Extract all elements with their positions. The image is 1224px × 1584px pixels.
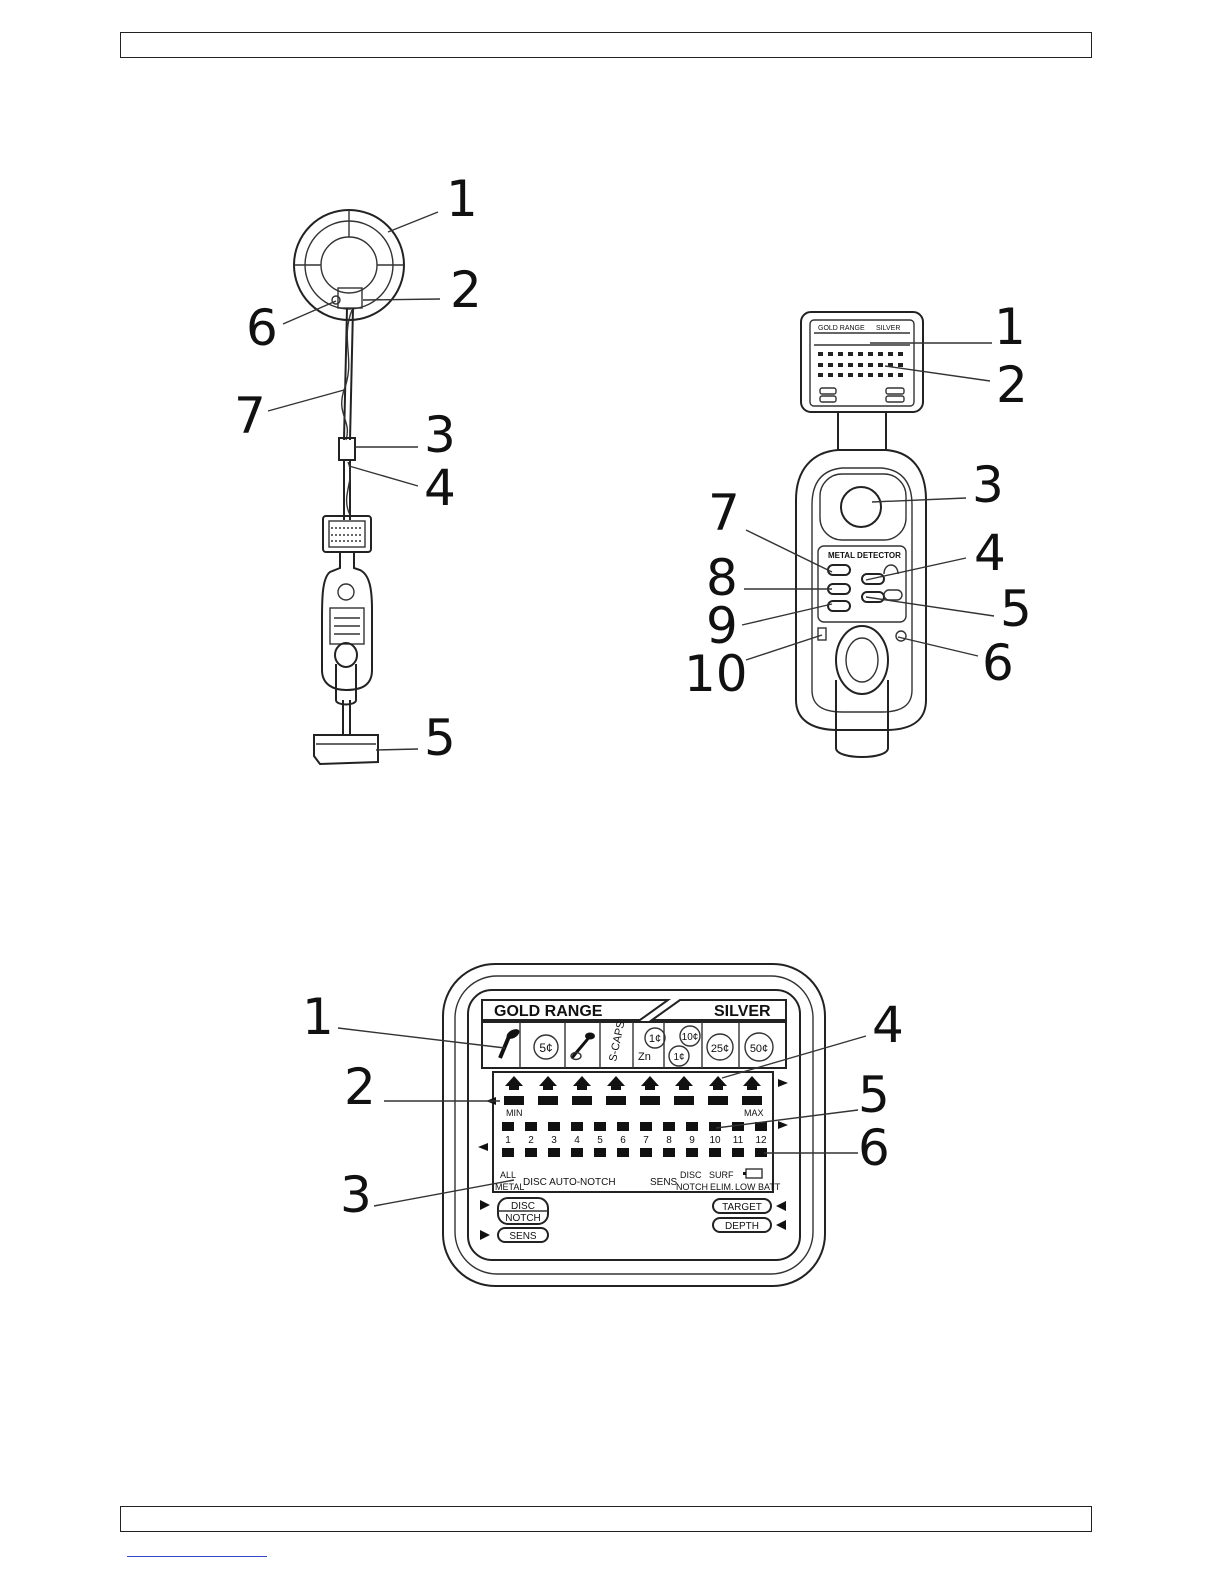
button-label-disc: DISC — [511, 1201, 535, 1212]
segment-number-10: 10 — [709, 1135, 721, 1146]
mode-label-metal: METAL — [495, 1182, 524, 1192]
button-label-notch: NOTCH — [505, 1213, 541, 1224]
mode-label-sens: SENS — [650, 1177, 678, 1188]
depth-bar-segment-3 — [572, 1096, 592, 1105]
target-id-segment-10 — [709, 1122, 721, 1131]
pointer-right-2 — [778, 1121, 788, 1129]
target-id-segment-9 — [686, 1122, 698, 1131]
depth-bar-segment-4 — [606, 1096, 626, 1105]
fig3-callout-2: 2 — [344, 1058, 376, 1116]
segment-number-7: 7 — [643, 1135, 649, 1146]
button-label-target: TARGET — [722, 1202, 762, 1213]
mode-label-disc-auto-notch: DISC AUTO-NOTCH — [523, 1177, 616, 1188]
mode-segment-1 — [502, 1148, 514, 1157]
lcd-display-figure: GOLD RANGE SILVER 5¢ S-CAPS Zn 1¢ 10¢ 1 — [0, 0, 1224, 1500]
target-label-zn: Zn — [638, 1051, 651, 1063]
segment-number-2: 2 — [528, 1135, 534, 1146]
mode-label-surf: SURF — [709, 1170, 734, 1180]
scale-max-label: MAX — [744, 1108, 764, 1118]
segment-number-12: 12 — [755, 1135, 767, 1146]
mode-label-disc: DISC — [680, 1170, 702, 1180]
pull-tab-icon — [571, 1033, 595, 1060]
mode-segment-6 — [617, 1148, 629, 1157]
segment-number-5: 5 — [597, 1135, 603, 1146]
fig3-callout-1: 1 — [302, 988, 334, 1046]
target-icon-strip: 5¢ S-CAPS Zn 1¢ 10¢ 1¢ 25¢ 50¢ — [500, 1020, 773, 1068]
target-label-50c: 50¢ — [750, 1043, 768, 1055]
nail-icon — [500, 1027, 521, 1058]
pointer-left-2 — [478, 1143, 488, 1151]
arrow-segment-8 — [743, 1076, 761, 1090]
arrow-segment-7 — [709, 1076, 727, 1090]
lcd-header-silver: SILVER — [714, 1003, 771, 1020]
fig3-callout-3: 3 — [340, 1166, 372, 1224]
mode-segment-11 — [732, 1148, 744, 1157]
battery-icon — [746, 1169, 762, 1178]
depth-bar-segment-5 — [640, 1096, 660, 1105]
scale-min-label: MIN — [506, 1108, 523, 1118]
lcd-header-gold-range: GOLD RANGE — [494, 1003, 603, 1020]
mode-label-notch: NOTCH — [676, 1182, 708, 1192]
target-id-segment-2 — [525, 1122, 537, 1131]
segment-number-3: 3 — [551, 1135, 557, 1146]
target-label-s-caps: S-CAPS — [607, 1020, 627, 1063]
arrow-segment-6 — [675, 1076, 693, 1090]
segment-number-1: 1 — [505, 1135, 511, 1146]
mode-segment-7 — [640, 1148, 652, 1157]
depth-bar-segment-2 — [538, 1096, 558, 1105]
segment-number-9: 9 — [689, 1135, 695, 1146]
arrow-segment-1 — [505, 1076, 523, 1090]
depth-bar-segment-8 — [742, 1096, 762, 1105]
mode-segment-8 — [663, 1148, 675, 1157]
target-id-segment-6 — [617, 1122, 629, 1131]
target-id-segment-7 — [640, 1122, 652, 1131]
depth-bar-segment-6 — [674, 1096, 694, 1105]
mode-segment-2 — [525, 1148, 537, 1157]
target-id-segment-8 — [663, 1122, 675, 1131]
target-id-segment-3 — [548, 1122, 560, 1131]
mode-segment-10 — [709, 1148, 721, 1157]
segment-number-8: 8 — [666, 1135, 672, 1146]
segment-number-4: 4 — [574, 1135, 580, 1146]
mode-segment-4 — [571, 1148, 583, 1157]
target-id-segment-5 — [594, 1122, 606, 1131]
arrow-segment-5 — [641, 1076, 659, 1090]
mode-label-all: ALL — [500, 1170, 516, 1180]
arrow-segment-3 — [573, 1076, 591, 1090]
target-id-segment-1 — [502, 1122, 514, 1131]
target-label-1c-b: 1¢ — [673, 1052, 684, 1063]
button-label-depth: DEPTH — [725, 1221, 759, 1232]
target-label-5c: 5¢ — [539, 1041, 552, 1055]
depth-bar-segment-7 — [708, 1096, 728, 1105]
mode-segment-5 — [594, 1148, 606, 1157]
button-label-sens: SENS — [509, 1231, 537, 1242]
target-label-1c: 1¢ — [649, 1033, 661, 1045]
mode-bar-row — [502, 1148, 767, 1157]
segment-number-6: 6 — [620, 1135, 626, 1146]
page-footer-frame — [120, 1506, 1092, 1532]
target-label-25c: 25¢ — [711, 1043, 729, 1055]
depth-bar-segment-1 — [504, 1096, 524, 1105]
target-id-segment-11 — [732, 1122, 744, 1131]
mode-segment-3 — [548, 1148, 560, 1157]
mode-label-elim: ELIM. — [710, 1182, 734, 1192]
pointer-right-1 — [778, 1079, 788, 1087]
arrow-segment-4 — [607, 1076, 625, 1090]
mode-label-low-batt: LOW BATT — [735, 1182, 781, 1192]
segment-number-11: 11 — [733, 1135, 744, 1146]
fig3-callout-5: 5 — [858, 1066, 890, 1124]
footer-link-underline[interactable] — [127, 1556, 267, 1557]
fig3-callout-6: 6 — [858, 1119, 890, 1177]
fig3-callout-4: 4 — [872, 996, 904, 1054]
target-label-10c: 10¢ — [682, 1032, 699, 1043]
target-id-segment-4 — [571, 1122, 583, 1131]
mode-segment-9 — [686, 1148, 698, 1157]
arrow-segment-2 — [539, 1076, 557, 1090]
depth-bar-row — [504, 1096, 762, 1105]
